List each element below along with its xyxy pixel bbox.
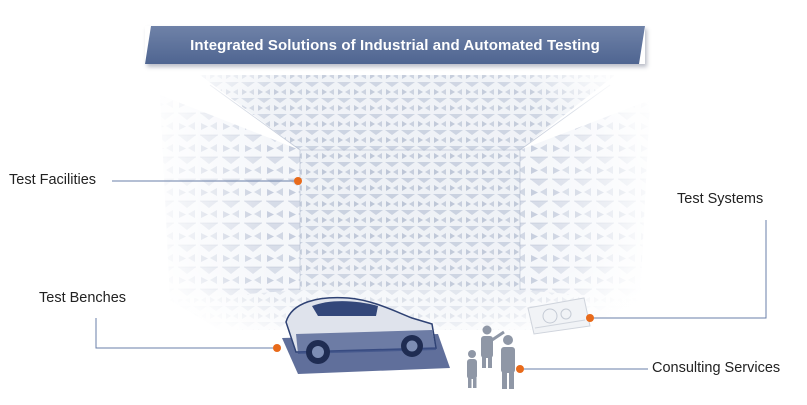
label-test-systems: Test Systems xyxy=(677,191,764,207)
label-test-facilities: Test Facilities xyxy=(9,172,97,188)
title-banner: Integrated Solutions of Industrial and A… xyxy=(145,26,645,64)
sports-car-illustration xyxy=(282,296,450,374)
connector-test-benches xyxy=(95,318,281,352)
label-test-benches: Test Benches xyxy=(39,290,127,306)
connector-test-facilities xyxy=(112,177,302,185)
label-consulting-services: Consulting Services xyxy=(652,360,781,376)
connector-consulting-services xyxy=(516,365,648,373)
marker-test-benches xyxy=(273,344,281,352)
test-system-illustration xyxy=(527,297,591,335)
business-people-illustration xyxy=(467,325,515,389)
title-text: Integrated Solutions of Industrial and A… xyxy=(190,36,600,54)
connector-test-systems xyxy=(586,220,767,322)
marker-test-facilities xyxy=(294,177,302,185)
marker-consulting-services xyxy=(516,365,524,373)
anechoic-chamber-illustration xyxy=(140,70,670,340)
marker-test-systems xyxy=(586,314,594,322)
